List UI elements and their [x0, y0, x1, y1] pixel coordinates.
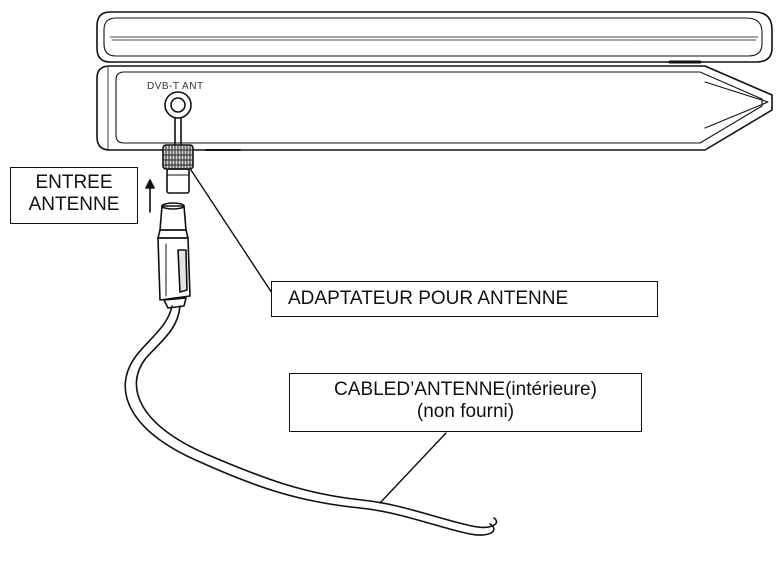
cable-plug	[157, 202, 191, 309]
label-adaptateur: ADAPTATEUR POUR ANTENNE	[271, 281, 658, 317]
label-cable-antenne: CABLED’ANTENNE(intérieure) (non fourni)	[289, 373, 642, 432]
antenna-adapter	[162, 144, 194, 194]
label-cable-line2: (non fourni)	[416, 401, 515, 422]
device-base	[96, 65, 773, 151]
port-label: DVB-T ANT	[147, 81, 204, 92]
antenna-port	[164, 91, 192, 146]
label-adaptateur-text: ADAPTATEUR POUR ANTENNE	[288, 288, 569, 309]
device-lid	[96, 11, 773, 64]
antenna-cable	[124, 305, 498, 536]
insert-arrow	[145, 179, 155, 213]
label-cable-line1: CABLED’ANTENNE(intérieure)	[334, 379, 597, 400]
label-entree-line2: ANTENNE	[28, 194, 120, 215]
label-entree-line1: ENTREE	[35, 172, 113, 193]
leader-lines	[190, 169, 447, 504]
label-entree-antenne: ENTREE ANTENNE	[10, 167, 138, 224]
